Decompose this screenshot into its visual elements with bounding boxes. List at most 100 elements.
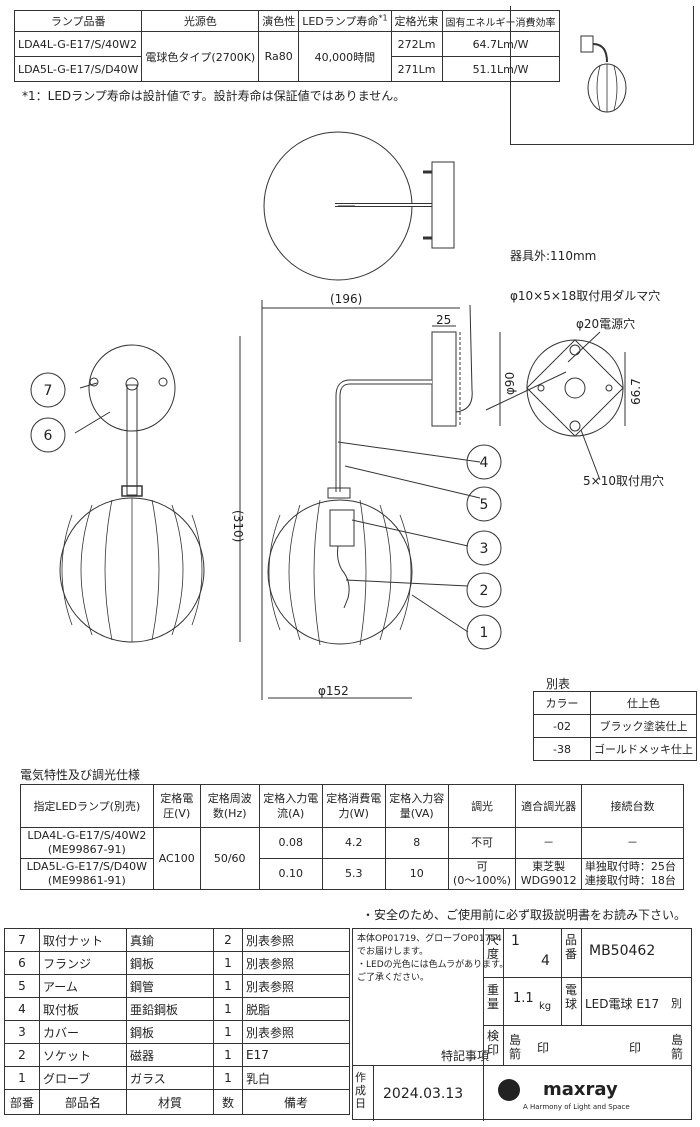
brand-mark-icon bbox=[498, 1079, 520, 1101]
title-block: 本体OP01719、グローブOP01754 でお届けします。 ・LEDの光色には… bbox=[352, 928, 692, 1121]
part-name: アーム bbox=[39, 974, 127, 998]
elec-dimmer: － bbox=[515, 827, 582, 859]
dim-90: φ90 bbox=[503, 372, 517, 395]
scale-den: 4 bbox=[541, 953, 550, 969]
spec-header: 光源色 bbox=[141, 10, 260, 32]
parts-header: 材質 bbox=[126, 1089, 214, 1115]
table-row: LDA4L-G-E17/S/40W2(ME99867-91) AC100 50/… bbox=[20, 827, 685, 890]
caution-note: ・安全のため、ご使用前に必ず取扱説明書をお読み下さい。 bbox=[361, 908, 686, 922]
callout-circle-7 bbox=[30, 372, 66, 408]
globe-side-view bbox=[267, 499, 413, 645]
elec-lamp-code: (ME99867-91) bbox=[47, 843, 126, 856]
part-qty: 2 bbox=[213, 928, 243, 952]
finish-header: 仕上色 bbox=[590, 691, 697, 715]
part-name: 取付板 bbox=[39, 997, 127, 1021]
table-row: LDA4L-G-E17/S/40W2 電球色タイプ(2700K) Ra80 40… bbox=[13, 31, 560, 82]
callout-4: 4 bbox=[480, 455, 489, 471]
elec-dimmer-model: WDG9012 bbox=[520, 874, 577, 887]
part-number: 4 bbox=[4, 997, 40, 1021]
lamp-model: LDA5L-G-E17/S/D40W bbox=[13, 56, 143, 82]
remarks: 本体OP01719、グローブOP01754 でお届けします。 ・LEDの光色には… bbox=[357, 933, 508, 985]
dim-box-label: 器具外:110mm bbox=[510, 249, 596, 263]
finish-code: -38 bbox=[533, 737, 591, 761]
part-number: 3 bbox=[4, 1020, 40, 1044]
elec-voltage: AC100 bbox=[152, 827, 201, 890]
part-name: ソケット bbox=[39, 1043, 127, 1067]
callout-circle-5 bbox=[466, 486, 502, 522]
remark-line: 本体OP01719、グローブOP01754 bbox=[357, 934, 502, 944]
callout-circle-2 bbox=[466, 572, 502, 608]
finish-color: ブラック塗装仕上 bbox=[590, 714, 697, 738]
elec-header: 定格消費電力(W) bbox=[321, 784, 386, 828]
parts-header: 部品名 bbox=[39, 1089, 127, 1115]
dim-196: (196) bbox=[330, 292, 362, 306]
callout-circle-1 bbox=[466, 614, 502, 650]
callout-6: 6 bbox=[44, 428, 53, 444]
spec-header: LEDランプ寿命*1 bbox=[298, 10, 392, 32]
elec-header: 定格入力電流(A) bbox=[258, 784, 323, 828]
finish-color: ゴールドメッキ仕上 bbox=[590, 737, 697, 761]
part-qty: 1 bbox=[213, 1043, 243, 1067]
elec-table: 指定LEDランプ(別売) 定格電圧(V) 定格周波数(Hz) 定格入力電流(A)… bbox=[20, 784, 685, 890]
part-note: 別表参照 bbox=[242, 974, 350, 998]
elec-header: 定格電圧(V) bbox=[152, 784, 201, 828]
callout-circle-3 bbox=[466, 530, 502, 566]
lumen: 271Lm bbox=[390, 56, 443, 82]
elec-units: 単独取付時：25台 bbox=[584, 860, 676, 873]
spec-table: ランプ品番 光源色 演色性 LEDランプ寿命*1 定格光束 固有エネルギー消費効… bbox=[13, 10, 560, 82]
technical-drawing: 7 6 4 5 3 2 1 器具外:110mm φ10×5×18取付用ダルマ穴 … bbox=[30, 131, 664, 700]
checker: 島箭 bbox=[509, 1033, 522, 1061]
elec-units-linked: 連接取付時：18台 bbox=[584, 874, 676, 887]
elec-units: － bbox=[580, 827, 685, 859]
weight-label: 重量 bbox=[487, 983, 500, 1011]
part-material: 鋼板 bbox=[126, 1020, 214, 1044]
elec-dim: 可 bbox=[476, 860, 488, 873]
part-note: 別表参照 bbox=[242, 951, 350, 975]
elec-current: 0.10 bbox=[258, 858, 323, 890]
elec-frequency: 50/60 bbox=[199, 827, 260, 890]
dim-25: 25 bbox=[436, 313, 451, 327]
brand-tagline: A Harmony of Light and Space bbox=[523, 1103, 630, 1111]
footnote: *1：LEDランプ寿命は設計値です。設計寿命は保証値ではありません。 bbox=[22, 89, 406, 103]
elec-dim-range: (0〜100%) bbox=[453, 874, 512, 887]
weight-value: 1.1 bbox=[513, 991, 534, 1006]
cri: Ra80 bbox=[258, 31, 300, 82]
spec-header: 演色性 bbox=[258, 10, 300, 32]
model-number: MB50462 bbox=[589, 943, 656, 959]
flange-front-view bbox=[88, 344, 176, 432]
part-qty: 1 bbox=[213, 1020, 243, 1044]
elec-header: 調光 bbox=[447, 784, 517, 828]
bulb-value: LED電球 E17 bbox=[585, 997, 660, 1011]
mount-plate bbox=[431, 331, 457, 427]
parts-header: 数 bbox=[213, 1089, 243, 1115]
part-material: 鋼管 bbox=[126, 974, 214, 998]
finish-code: -02 bbox=[533, 714, 591, 738]
elec-power: 5.3 bbox=[321, 858, 386, 890]
part-material: 磁器 bbox=[126, 1043, 214, 1067]
part-note: 別表参照 bbox=[242, 1020, 350, 1044]
part-qty: 1 bbox=[213, 1066, 243, 1090]
part-material: 亜鉛鋼板 bbox=[126, 997, 214, 1021]
part-number: 5 bbox=[4, 974, 40, 998]
callout-5: 5 bbox=[480, 497, 489, 513]
spec-header: ランプ品番 bbox=[13, 10, 143, 32]
part-qty: 1 bbox=[213, 951, 243, 975]
scale-num: 1 bbox=[511, 933, 520, 949]
weight-unit: kg bbox=[539, 1001, 552, 1012]
lamp-life: 40,000時間 bbox=[298, 31, 392, 82]
elec-header: 定格周波数(Hz) bbox=[199, 784, 260, 828]
part-note: 脱脂 bbox=[242, 997, 350, 1021]
bulb-label: 電球 bbox=[565, 983, 578, 1011]
hole-power-label: φ20電源穴 bbox=[576, 316, 635, 331]
part-material: 真鍮 bbox=[126, 928, 214, 952]
elec-power: 4.2 bbox=[321, 827, 386, 859]
seal: 印 bbox=[537, 1041, 550, 1055]
finish-header: カラー bbox=[533, 691, 591, 715]
part-qty: 1 bbox=[213, 974, 243, 998]
